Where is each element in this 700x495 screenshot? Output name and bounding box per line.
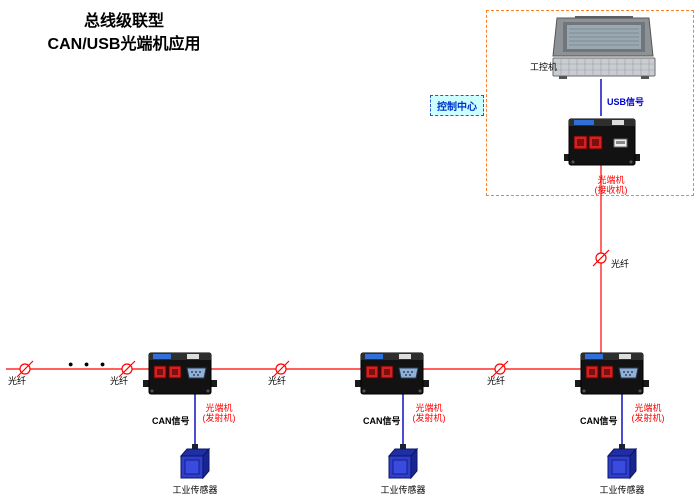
sensor-label-2: 工业传感器 (380, 485, 426, 495)
diagram-title: 总线级联型 CAN/USB光端机应用 (28, 10, 220, 56)
optical-transceiver-transmitter-3 (574, 352, 650, 395)
fiber-label-3: 光纤 (268, 376, 287, 386)
fiber-label-2: 光纤 (110, 376, 129, 386)
optical-transceiver-transmitter-2 (354, 352, 430, 395)
industrial-computer (552, 16, 656, 79)
title-line2: CAN/USB光端机应用 (47, 36, 201, 53)
fiber-label-5: 光纤 (611, 259, 630, 269)
sensor-label-1: 工业传感器 (172, 485, 218, 495)
fiber-label-1: 光纤 (8, 376, 27, 386)
control-center-box: 控制中心 (430, 95, 484, 116)
can-signal-label-2: CAN信号 (363, 416, 401, 426)
industrial-sensor-2 (388, 443, 418, 479)
transmitter-label-3: 光端机 (发射机) (631, 403, 665, 423)
pc-label: 工控机 (530, 62, 558, 72)
transmitter-label-2: 光端机 (发射机) (412, 403, 446, 423)
can-signal-label-3: CAN信号 (580, 416, 618, 426)
fiber-label-4: 光纤 (487, 376, 506, 386)
can-signal-label-1: CAN信号 (152, 416, 190, 426)
bus-continuation-dots: ● ● ● (68, 359, 110, 369)
industrial-sensor-1 (180, 443, 210, 479)
optical-transceiver-receiver (563, 118, 641, 166)
title-line1: 总线级联型 (83, 13, 164, 30)
usb-signal-label: USB信号 (607, 97, 645, 107)
industrial-sensor-3 (607, 443, 637, 479)
control-station-dashed-box (486, 10, 694, 196)
transmitter-label-1: 光端机 (发射机) (202, 403, 236, 423)
receiver-label: 光端机 (接收机) (594, 175, 628, 195)
sensor-label-3: 工业传感器 (599, 485, 645, 495)
optical-transceiver-transmitter-1 (142, 352, 218, 395)
